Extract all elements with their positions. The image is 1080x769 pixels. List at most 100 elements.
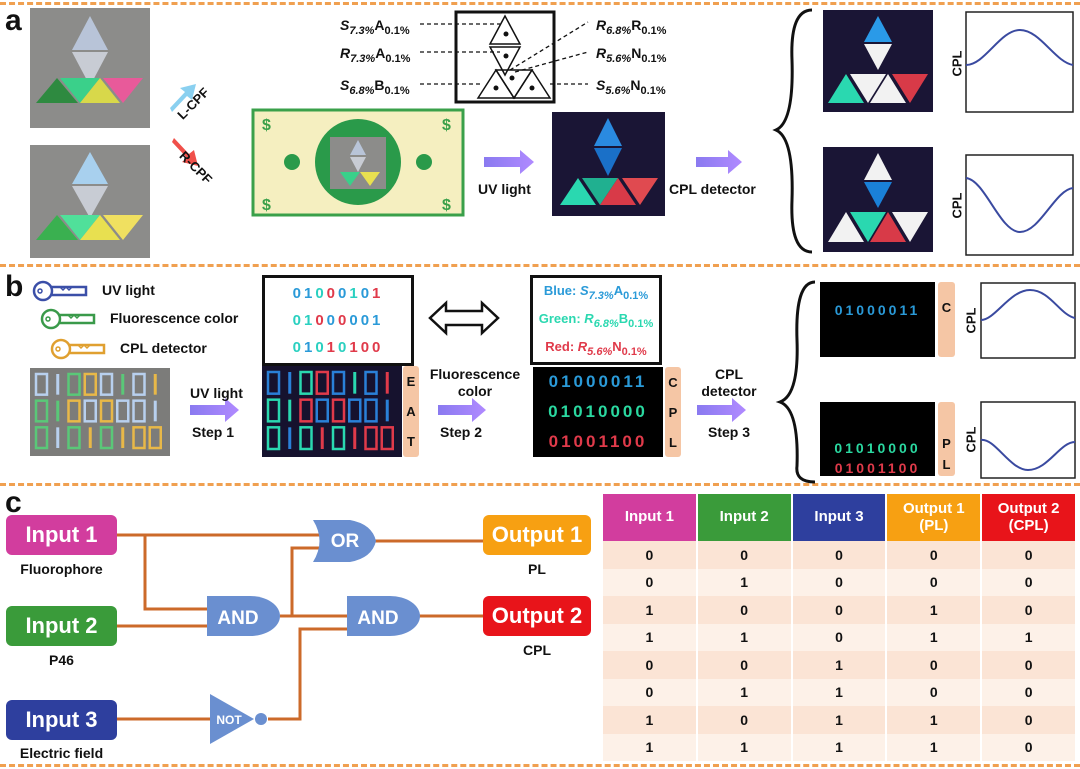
table-cell: 0 xyxy=(603,651,696,679)
panel-a-graphics: $$ $$ xyxy=(30,8,1074,258)
digit: 0 xyxy=(315,339,327,356)
label-part: 5.6% xyxy=(606,53,632,65)
code-mark xyxy=(348,398,362,423)
code-mark xyxy=(353,372,357,394)
table-cell: 1 xyxy=(603,706,696,734)
code-mark xyxy=(266,426,281,451)
table-cell: 0 xyxy=(697,596,791,624)
plot-ylabel: CPL xyxy=(963,426,979,453)
code-mark xyxy=(153,400,157,422)
enantiomer-label: S5.6%N0.1% xyxy=(596,77,666,97)
step2-top: Fluorescence color xyxy=(429,366,521,399)
letter: L xyxy=(669,434,677,450)
code-mark xyxy=(331,398,346,423)
key-label: UV light xyxy=(102,282,155,298)
code-mark xyxy=(121,374,125,395)
code-mark xyxy=(34,372,49,396)
table-cell: 0 xyxy=(697,541,791,569)
code-mark xyxy=(116,399,130,423)
table-cell: 0 xyxy=(982,706,1075,734)
code-row: 01000001 xyxy=(265,312,411,329)
code-mark xyxy=(132,399,146,423)
color-name: Green: xyxy=(538,310,581,326)
plot-ylabel: CPL xyxy=(949,50,965,77)
code-mark xyxy=(56,400,60,422)
code-mark xyxy=(380,426,394,451)
label-part: R xyxy=(631,17,642,33)
logic-circuit: OR AND AND NOT xyxy=(117,520,483,744)
code-mark xyxy=(364,426,378,451)
table-cell: 1 xyxy=(887,733,981,761)
letter: C xyxy=(668,374,678,390)
label-part: R xyxy=(340,45,351,61)
table-cell: 1 xyxy=(792,706,886,734)
digit: 0 xyxy=(326,312,338,329)
digit: 0 xyxy=(360,339,373,356)
label-part: 7.3% xyxy=(350,53,376,65)
digit: 1 xyxy=(303,339,316,356)
panel-b-graphics xyxy=(190,280,1076,484)
color-name: Blue: xyxy=(543,282,577,298)
table-header: Input 1 xyxy=(603,494,696,541)
digit: 1 xyxy=(349,339,361,356)
letter: T xyxy=(407,434,415,450)
code-mark xyxy=(299,426,313,451)
letter: E xyxy=(406,373,416,389)
code-mark xyxy=(385,372,389,394)
code-mark xyxy=(56,374,60,395)
decoded-row: 01010000 xyxy=(548,402,648,421)
key-label: CPL detector xyxy=(120,340,207,356)
divider xyxy=(0,483,1080,486)
and-gate-label: AND xyxy=(357,608,398,629)
table-cell: 0 xyxy=(697,706,791,734)
input-3-box: Input 3 xyxy=(6,700,117,740)
code-mark xyxy=(288,427,292,449)
table-cell: 0 xyxy=(982,568,1075,596)
step1-top: UV light xyxy=(190,385,243,401)
enantiomer-label: R7.3%A0.1% xyxy=(340,45,410,65)
uv-code-image xyxy=(262,366,402,457)
label-part: B xyxy=(374,77,385,93)
table-header: Output 1 (PL) xyxy=(887,494,981,541)
label-part: R xyxy=(596,45,607,61)
divider xyxy=(0,264,1080,267)
code-mark xyxy=(320,427,324,449)
eat-strip: E A T xyxy=(403,366,419,457)
plot-ylabel: CPL xyxy=(949,192,965,219)
input-2-box: Input 2 xyxy=(6,606,117,646)
table-header: Output 2 (CPL) xyxy=(982,494,1075,541)
table-cell: 0 xyxy=(792,623,886,651)
double-arrow-icon xyxy=(428,300,500,336)
color-name: Red: xyxy=(545,338,575,354)
code-mark xyxy=(353,427,357,449)
label-part: N xyxy=(631,45,642,61)
table-cell: 0 xyxy=(792,596,886,624)
table-cell: 1 xyxy=(887,706,981,734)
code-mark xyxy=(299,370,313,395)
input-2-sub: P46 xyxy=(49,652,74,668)
label-part: 0.1% xyxy=(641,25,667,37)
step1-bottom: Step 1 xyxy=(192,424,235,440)
table-cell: 1 xyxy=(697,678,791,706)
digit: 1 xyxy=(326,339,338,356)
table-cell: 1 xyxy=(603,596,696,624)
plot-ylabel: CPL xyxy=(963,307,979,334)
table-cell: 0 xyxy=(982,733,1075,761)
digit: 1 xyxy=(303,312,316,329)
table-cell: 0 xyxy=(792,541,886,569)
code-mark xyxy=(132,372,146,396)
label-part: N xyxy=(630,77,641,93)
color-map-row: Green: R6.8%B0.1% xyxy=(539,311,653,330)
key-icon xyxy=(32,280,88,307)
code-mark xyxy=(315,370,329,395)
code-mark xyxy=(83,399,97,423)
table-cell: 1 xyxy=(887,623,981,651)
digit: 1 xyxy=(372,312,384,329)
code-mark xyxy=(364,370,378,395)
panel-label-b: b xyxy=(5,270,24,303)
table-header: Input 2 xyxy=(697,494,791,541)
